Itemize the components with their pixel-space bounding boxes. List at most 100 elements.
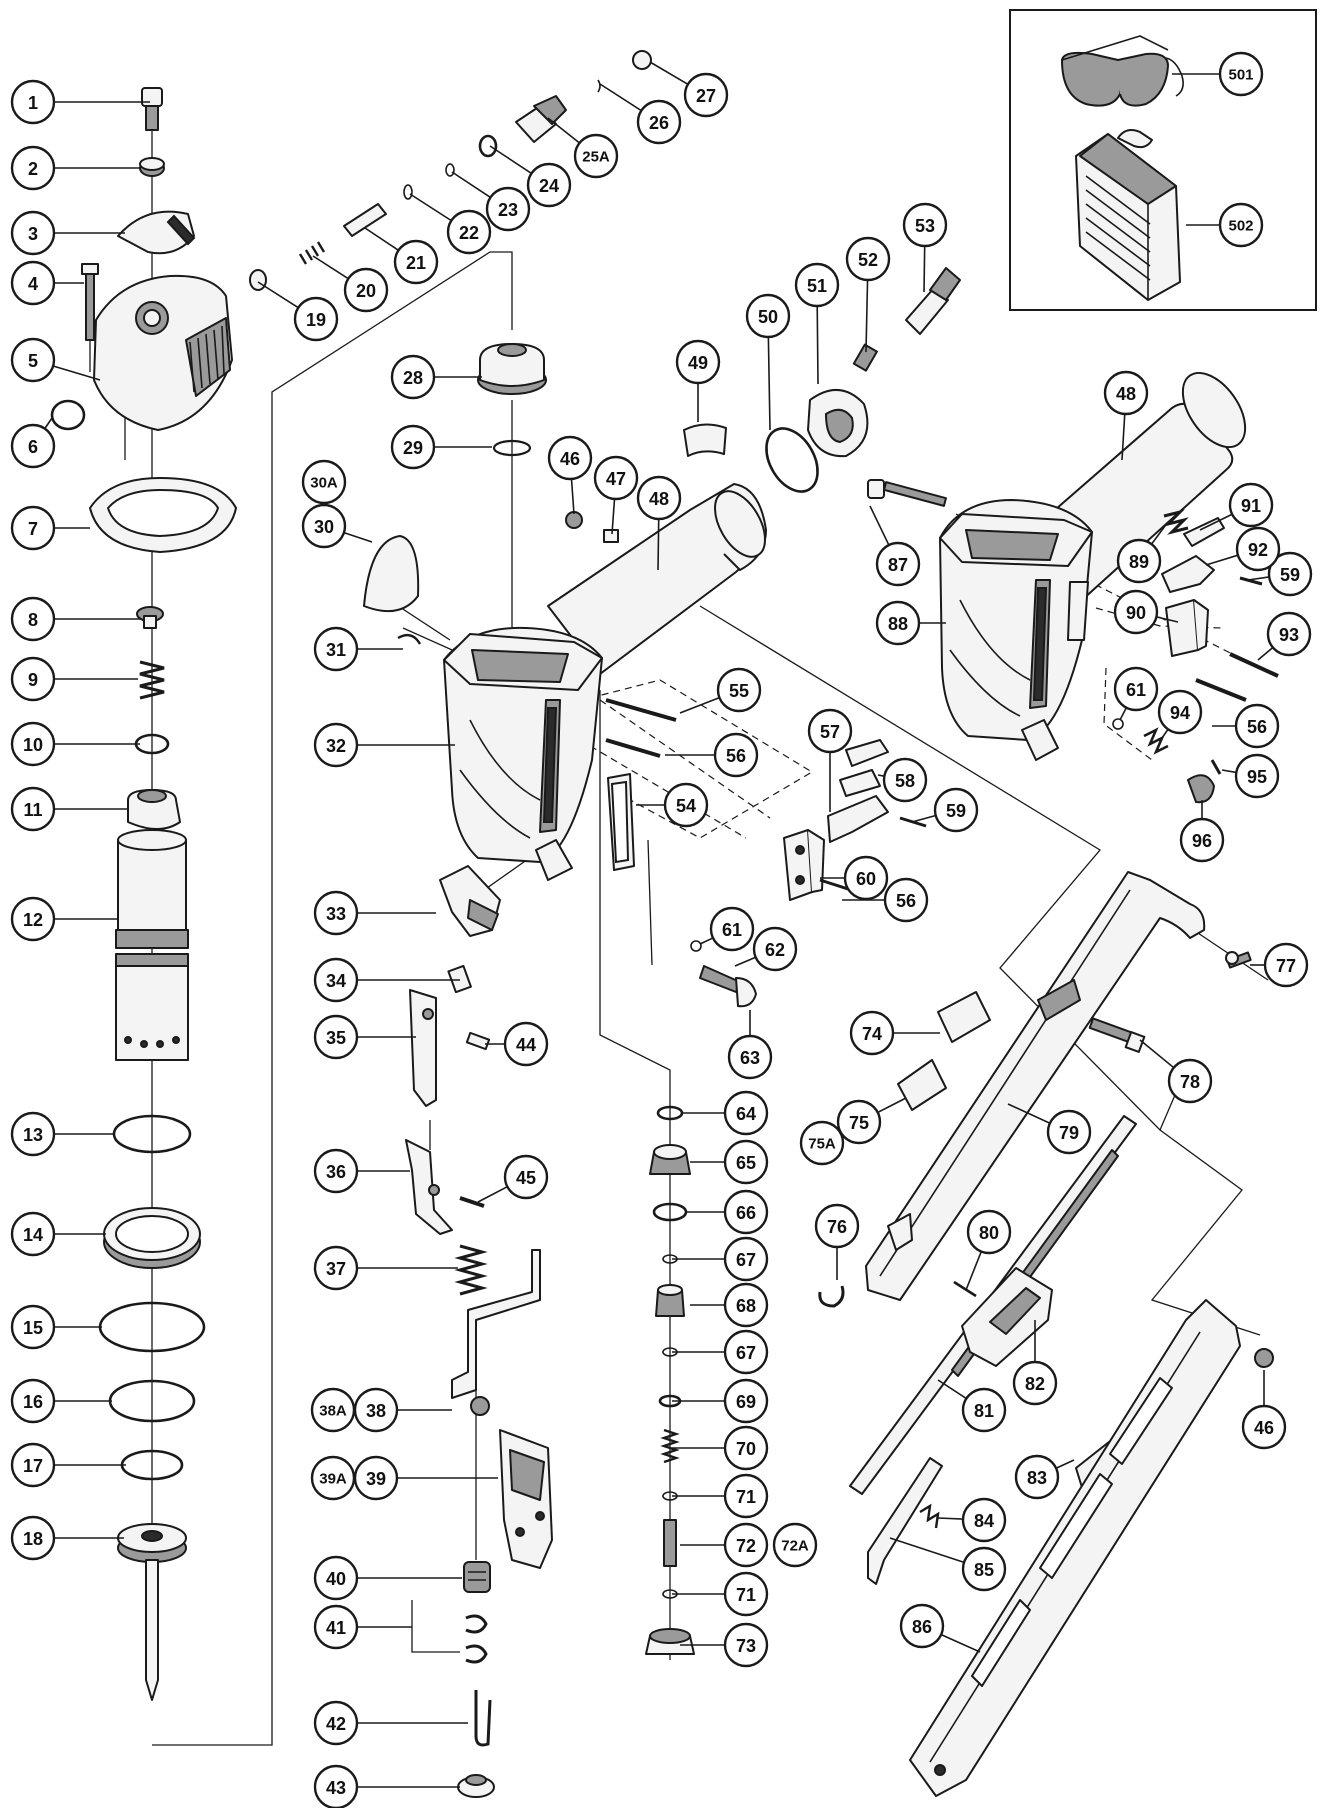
callout-part-28: 28 xyxy=(390,354,436,400)
callout-circle xyxy=(10,786,56,832)
callout-number: 8 xyxy=(28,610,38,630)
callout-part-37: 37 xyxy=(313,1245,359,1291)
callout-part-9: 9 xyxy=(10,656,56,702)
callout-circle xyxy=(485,186,531,232)
callout-circle xyxy=(723,1622,769,1668)
callout-leader-line xyxy=(889,1537,965,1564)
callout-number: 67 xyxy=(736,1343,756,1363)
callout-number: 94 xyxy=(1170,703,1190,723)
callout-leader-line xyxy=(1119,707,1128,721)
callout-circle xyxy=(10,596,56,642)
callout-number: 65 xyxy=(736,1153,756,1173)
callout-circle xyxy=(10,337,56,383)
callout-circle xyxy=(446,209,492,255)
callout-number: 88 xyxy=(888,614,908,634)
callout-circle xyxy=(966,1209,1012,1255)
callout-number: 30A xyxy=(310,475,338,492)
callout-leader-line xyxy=(1150,521,1169,545)
callout-part-34: 34 xyxy=(313,957,359,1003)
safety-glasses-drawing xyxy=(1061,35,1184,107)
callout-number: 44 xyxy=(516,1035,536,1055)
callout-part-5: 5 xyxy=(10,337,56,383)
callout-circle xyxy=(1012,1360,1058,1406)
callout-leader-line xyxy=(1007,1103,1051,1124)
callout-circle xyxy=(301,503,347,549)
callout-circle xyxy=(1014,1454,1060,1500)
callout-number: 61 xyxy=(722,920,742,940)
callout-part-63: 63 xyxy=(727,1034,773,1080)
callout-part-48: 48 xyxy=(636,475,682,521)
callout-number: 87 xyxy=(888,555,908,575)
callout-number: 15 xyxy=(23,1318,43,1338)
callout-number: 95 xyxy=(1247,767,1267,787)
callout-circle xyxy=(875,600,921,646)
callout-number: 7 xyxy=(28,519,38,539)
callout-number: 38 xyxy=(366,1401,386,1421)
callout-part-49: 49 xyxy=(675,339,721,385)
cylinder-drawing xyxy=(115,829,189,1061)
callout-part-41: 41 xyxy=(313,1604,359,1650)
callout-circle xyxy=(10,260,56,306)
callout-part-1: 1 xyxy=(10,79,56,125)
callout-number: 1 xyxy=(28,93,38,113)
callout-part-15: 15 xyxy=(10,1304,56,1350)
callout-part-57: 57 xyxy=(807,708,853,754)
callout-number: 42 xyxy=(326,1714,346,1734)
screw-drawing xyxy=(141,87,163,131)
callout-number: 56 xyxy=(896,891,916,911)
callout-number: 33 xyxy=(326,904,346,924)
callout-circle xyxy=(503,1021,549,1067)
callout-part-22: 22 xyxy=(446,209,492,255)
callout-number: 61 xyxy=(1126,680,1146,700)
callout-number: 71 xyxy=(736,1585,756,1605)
callout-circle xyxy=(799,1120,845,1166)
callout-leader-line xyxy=(940,1633,981,1653)
callout-leader-line xyxy=(816,305,819,385)
callout-part-75A: 75A xyxy=(799,1120,845,1166)
callout-part-12: 12 xyxy=(10,896,56,942)
callout-part-94: 94 xyxy=(1157,689,1203,735)
callout-circle xyxy=(883,877,929,923)
callout-circle xyxy=(313,626,359,672)
callout-number: 85 xyxy=(974,1560,994,1580)
callout-circle xyxy=(663,782,709,828)
callout-number: 46 xyxy=(560,449,580,469)
callout-part-79: 79 xyxy=(1046,1109,1092,1155)
callout-number: 3 xyxy=(28,224,38,244)
callout-number: 53 xyxy=(915,216,935,236)
callout-number: 5 xyxy=(28,351,38,371)
callout-part-7: 7 xyxy=(10,505,56,551)
callout-number: 501 xyxy=(1228,67,1253,84)
callout-number: 67 xyxy=(736,1250,756,1270)
callout-number: 73 xyxy=(736,1636,756,1656)
callout-part-14: 14 xyxy=(10,1211,56,1257)
callout-circle xyxy=(10,1378,56,1424)
callout-part-39A: 39A xyxy=(310,1455,356,1501)
accessories-inset xyxy=(1009,9,1317,311)
callout-circle xyxy=(313,1245,359,1291)
callout-number: 37 xyxy=(326,1259,346,1279)
callout-circle xyxy=(723,1522,769,1568)
callout-number: 502 xyxy=(1228,218,1253,235)
callout-circle xyxy=(961,1546,1007,1592)
callout-circle xyxy=(343,267,389,313)
callout-number: 46 xyxy=(1254,1418,1274,1438)
callout-leader-line xyxy=(937,1517,964,1520)
callout-circle xyxy=(723,1090,769,1136)
callout-part-90: 90 xyxy=(1113,589,1159,635)
callout-circle xyxy=(1179,817,1225,863)
callout-part-501: 501 xyxy=(1218,51,1264,97)
callout-part-20: 20 xyxy=(343,267,389,313)
callout-number: 10 xyxy=(23,735,43,755)
callout-part-95: 95 xyxy=(1234,753,1280,799)
callout-number: 63 xyxy=(740,1048,760,1068)
callout-leader-line xyxy=(477,1185,508,1203)
callout-circle xyxy=(390,424,436,470)
callout-leader-line xyxy=(312,255,349,280)
callout-part-67: 67 xyxy=(723,1236,769,1282)
callout-leader-line xyxy=(699,937,714,945)
callout-part-59: 59 xyxy=(933,787,979,833)
callout-number: 41 xyxy=(326,1618,346,1638)
callout-part-2: 2 xyxy=(10,145,56,191)
callout-number: 45 xyxy=(516,1168,536,1188)
